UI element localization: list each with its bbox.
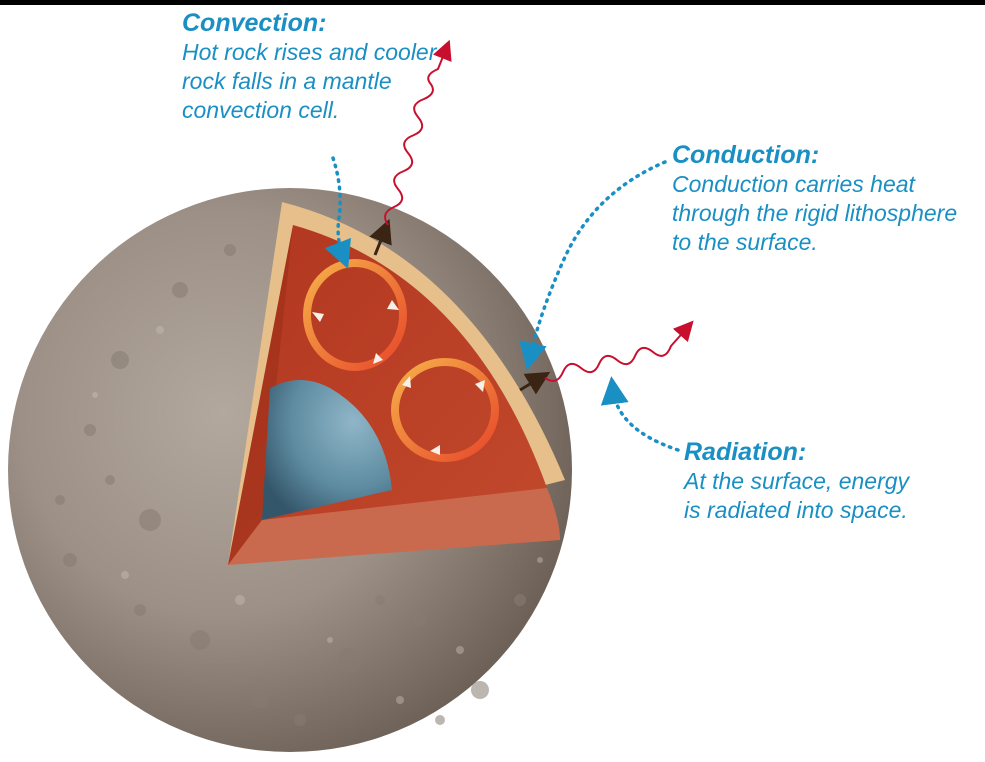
convection-line-3: convection cell. xyxy=(182,96,482,125)
radiation-label: Radiation: At the surface, energy is rad… xyxy=(684,437,974,525)
convection-label: Convection: Hot rock rises and cooler ro… xyxy=(182,8,482,125)
convection-line-2: rock falls in a mantle xyxy=(182,67,482,96)
convection-title: Convection: xyxy=(182,8,482,38)
conduction-line-1: Conduction carries heat xyxy=(672,170,982,199)
conduction-label: Conduction: Conduction carries heat thro… xyxy=(672,140,982,257)
conduction-line-3: to the surface. xyxy=(672,228,982,257)
radiation-line-2: is radiated into space. xyxy=(684,496,974,525)
radiation-line-1: At the surface, energy xyxy=(684,467,974,496)
convection-line-1: Hot rock rises and cooler xyxy=(182,38,482,67)
conduction-line-2: through the rigid lithosphere xyxy=(672,199,982,228)
conduction-title: Conduction: xyxy=(672,140,982,170)
radiation-title: Radiation: xyxy=(684,437,974,467)
